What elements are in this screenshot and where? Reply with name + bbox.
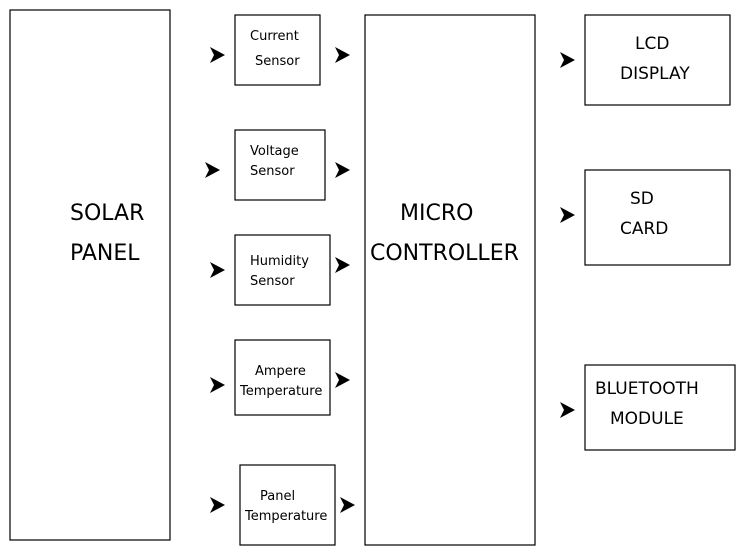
arrow-icon xyxy=(335,257,350,273)
bluetooth-module-block: BLUETOOTH MODULE xyxy=(584,364,736,451)
arrow-icon xyxy=(205,162,220,178)
arrow-icon xyxy=(340,497,355,513)
solar-panel-label-line2: PANEL xyxy=(70,241,140,266)
humidity-sensor-label-line2: Sensor xyxy=(250,274,295,289)
arrow-icon xyxy=(560,402,575,418)
ampere-temperature-label-line2: Temperature xyxy=(239,384,322,399)
lcd-display-block: LCD DISPLAY xyxy=(584,14,731,106)
lcd-display-label-line1: LCD xyxy=(635,34,669,54)
ampere-temperature-label-line1: Ampere xyxy=(255,364,306,379)
panel-temperature-block: Panel Temperature xyxy=(239,464,336,546)
lcd-display-label-line2: DISPLAY xyxy=(620,64,690,84)
sd-card-label-line2: CARD xyxy=(620,219,668,239)
arrow-icon xyxy=(560,207,575,223)
arrow-icon xyxy=(210,497,225,513)
arrow-icon xyxy=(560,52,575,68)
voltage-sensor-label-line2: Sensor xyxy=(250,164,295,179)
voltage-sensor-label-line1: Voltage xyxy=(250,144,299,159)
arrow-icon xyxy=(210,262,225,278)
solar-panel-label-line1: SOLAR xyxy=(70,201,144,226)
micro-controller-label-line1: MICRO xyxy=(400,201,473,226)
micro-controller-block: MICRO CONTROLLER xyxy=(364,14,536,546)
arrow-icon xyxy=(335,372,350,388)
humidity-sensor-label-line1: Humidity xyxy=(250,254,309,269)
arrow-icon xyxy=(210,377,225,393)
panel-temperature-label-line1: Panel xyxy=(260,489,295,504)
micro-controller-label-line2: CONTROLLER xyxy=(370,241,519,266)
sd-card-block: SD CARD xyxy=(584,169,731,266)
current-sensor-label-line2: Sensor xyxy=(255,54,300,69)
current-sensor-label-line1: Current xyxy=(250,29,299,44)
sd-card-label-line1: SD xyxy=(630,189,654,209)
voltage-sensor-block: Voltage Sensor xyxy=(234,129,326,201)
arrow-icon xyxy=(210,47,225,63)
solar-panel-block: SOLAR PANEL xyxy=(9,9,171,541)
arrow-icon xyxy=(335,162,350,178)
bluetooth-module-label-line2: MODULE xyxy=(610,409,684,429)
bluetooth-module-label-line1: BLUETOOTH xyxy=(595,379,699,399)
panel-temperature-label-line2: Temperature xyxy=(244,509,327,524)
current-sensor-block: Current Sensor xyxy=(234,14,321,86)
arrow-icon xyxy=(335,47,350,63)
ampere-temperature-block: Ampere Temperature xyxy=(234,339,331,416)
humidity-sensor-block: Humidity Sensor xyxy=(234,234,331,306)
